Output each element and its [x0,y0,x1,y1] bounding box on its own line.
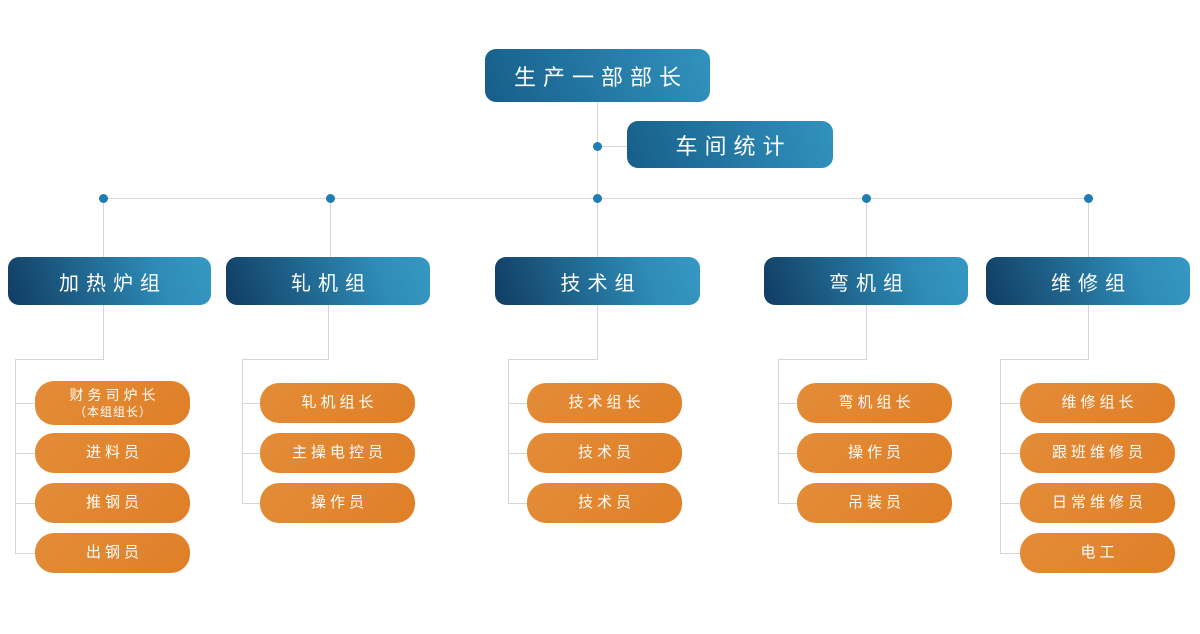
connector-drop [103,305,104,360]
connector-elbow [1000,359,1088,360]
member-label: 跟班维修员 [1051,443,1147,461]
member-box: 财务司炉长 （本组组长） [35,381,190,425]
member-box: 弯机组长 [797,383,952,423]
connector-member-stub [242,453,260,454]
junction-dot [593,142,602,151]
member-box: 电工 [1020,533,1175,573]
member-box: 进料员 [35,433,190,473]
member-label: 财务司炉长 [69,387,160,404]
member-label: 进料员 [85,443,143,461]
junction-dot [326,194,335,203]
member-label: 主操电控员 [291,443,387,461]
junction-dot [99,194,108,203]
member-label: 技术员 [577,493,635,511]
group-label: 维修组 [1051,272,1132,295]
member-box: 推钢员 [35,483,190,523]
group-node-maintenance: 维修组 [986,257,1190,305]
connector-stub [866,199,867,257]
connector-member-stub [242,503,260,504]
junction-dot [1084,194,1093,203]
node-label: 车间统计 [675,133,792,159]
member-label: 日常维修员 [1051,493,1147,511]
junction-dot [862,194,871,203]
connector-bracket [508,359,509,503]
member-box: 日常维修员 [1020,483,1175,523]
member-box: 操作员 [260,483,415,523]
member-box: 主操电控员 [260,433,415,473]
group-node-bending-machine: 弯机组 [764,257,968,305]
member-label: 电工 [1080,543,1119,561]
junction-dot [593,194,602,203]
group-label: 技术组 [560,272,642,295]
member-label: 弯机组长 [838,393,915,411]
member-box: 技术组长 [527,383,682,423]
connector-bracket [1000,359,1001,553]
member-box: 操作员 [797,433,952,473]
member-box: 技术员 [527,433,682,473]
node-label: 生产一部部长 [513,64,688,90]
connector-elbow [242,359,328,360]
connector-bracket [15,359,16,553]
member-label: 操作员 [310,493,368,511]
member-label: 吊装员 [847,493,905,511]
connector-stub [1088,199,1089,257]
connector-member-stub [508,503,527,504]
connector-bracket [778,359,779,503]
connector-member-stub [508,403,527,404]
connector-elbow [15,359,103,360]
node-director: 生产一部部长 [485,49,710,102]
member-box: 跟班维修员 [1020,433,1175,473]
connector-member-stub [778,453,797,454]
connector-bracket [242,359,243,503]
member-box: 技术员 [527,483,682,523]
connector-drop [597,305,598,360]
member-box: 出钢员 [35,533,190,573]
connector-elbow [778,359,866,360]
group-label: 轧机组 [291,272,372,295]
group-label: 弯机组 [829,272,910,295]
connector-stub [597,199,598,257]
connector-statistics-branch [598,146,628,147]
member-box: 吊装员 [797,483,952,523]
connector-drop [1088,305,1089,360]
member-label: 操作员 [847,443,905,461]
connector-member-stub [15,403,35,404]
group-node-heating-furnace: 加热炉组 [8,257,211,305]
member-label: 出钢员 [85,543,143,561]
connector-elbow [508,359,597,360]
connector-member-stub [1000,453,1020,454]
connector-member-stub [1000,503,1020,504]
member-label: 技术组长 [568,393,645,411]
connector-member-stub [15,553,35,554]
connector-member-stub [1000,553,1020,554]
member-label: 技术员 [577,443,635,461]
member-label: 轧机组长 [301,393,378,411]
connector-drop [866,305,867,360]
connector-stub [330,199,331,257]
member-box: 轧机组长 [260,383,415,423]
member-box: 维修组长 [1020,383,1175,423]
connector-member-stub [778,403,797,404]
member-label: 维修组长 [1061,393,1138,411]
connector-member-stub [778,503,797,504]
group-node-technology: 技术组 [495,257,700,305]
connector-drop [328,305,329,360]
connector-member-stub [15,453,35,454]
group-label: 加热炉组 [59,272,167,295]
connector-member-stub [508,453,527,454]
member-sublabel: （本组组长） [73,404,152,419]
connector-member-stub [15,503,35,504]
member-label: 推钢员 [85,493,143,511]
group-node-rolling-mill: 轧机组 [226,257,430,305]
connector-member-stub [242,403,260,404]
node-statistics: 车间统计 [627,121,833,168]
connector-member-stub [1000,403,1020,404]
connector-stub [103,199,104,257]
